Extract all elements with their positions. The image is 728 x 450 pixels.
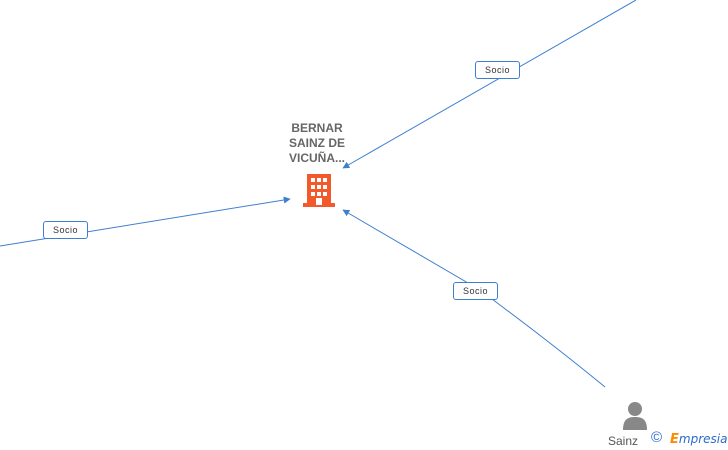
- edge-label-socio: Socio: [453, 282, 498, 300]
- building-icon[interactable]: [303, 173, 335, 207]
- company-name-line-2: SAINZ DE: [288, 136, 345, 150]
- brand-rest: mpresia: [678, 432, 728, 446]
- edge-top-right: [342, 0, 637, 169]
- edge-label-socio: Socio: [43, 221, 88, 239]
- company-name[interactable]: BERNAR SAINZ DE VICUÑA...: [268, 121, 366, 166]
- company-name-line-3: VICUÑA...: [288, 151, 345, 165]
- person-label[interactable]: Sainz: [608, 434, 639, 448]
- person-icon[interactable]: [622, 400, 648, 430]
- copyright-symbol: ©: [651, 429, 663, 446]
- brand-initial: E: [670, 432, 679, 447]
- empresia-logo: Empresia: [670, 432, 727, 447]
- edge-label-socio: Socio: [475, 61, 520, 79]
- company-name-line-1: BERNAR: [291, 121, 343, 135]
